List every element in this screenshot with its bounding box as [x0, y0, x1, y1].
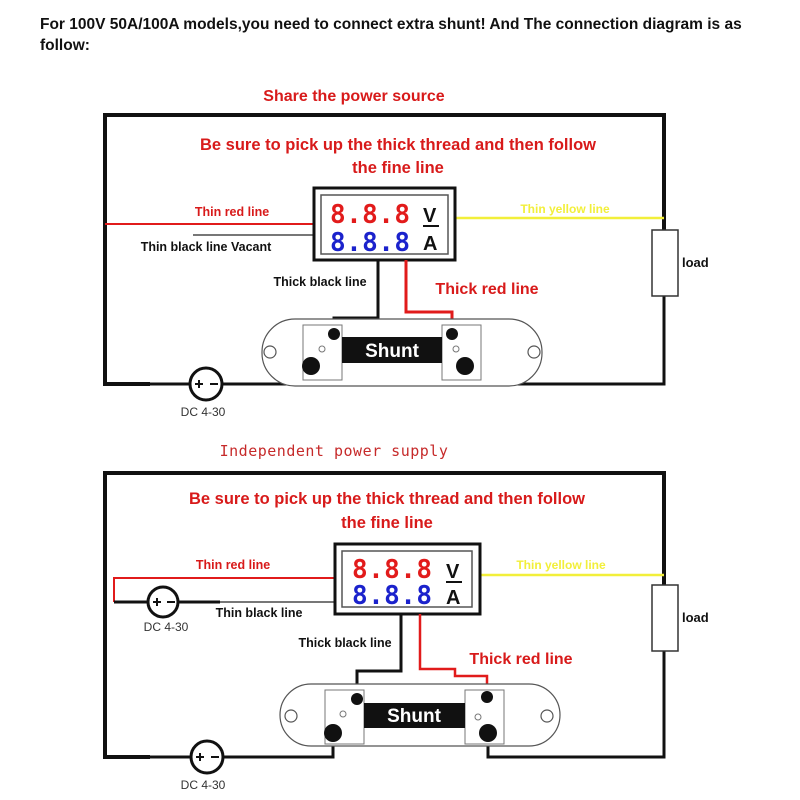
thin-yellow-label: Thin yellow line: [516, 558, 606, 572]
load-resistor: [651, 229, 679, 297]
meter-dc-source-label: DC 4-30: [144, 620, 189, 634]
dc-source-icon: [189, 739, 225, 775]
thick-black-label: Thick black line: [273, 275, 366, 289]
instruction-line-1: Be sure to pick up the thick thread and …: [189, 490, 585, 508]
shunt-label: Shunt: [387, 706, 441, 727]
thick-red-label: Thick red line: [469, 651, 572, 668]
shunt: Shunt: [261, 318, 543, 387]
current-digits: 8.8.8: [330, 228, 410, 258]
thick-red-label: Thick red line: [435, 281, 538, 298]
current-unit: A: [423, 233, 437, 255]
mount-hole-left: [263, 345, 277, 359]
current-unit: A: [446, 587, 460, 609]
sense-terminal-left: [328, 328, 340, 340]
voltage-digits: 8.8.8: [330, 200, 410, 230]
shunt-label-bar: [364, 703, 465, 728]
load-label: load: [682, 255, 709, 270]
thick-red-wire: [418, 614, 489, 695]
voltage-unit: V: [446, 561, 460, 583]
meter-display: [320, 194, 449, 255]
intro-text: For 100V 50A/100A models,you need to con…: [40, 16, 742, 54]
thick-black-wire: [355, 614, 403, 695]
power-terminal-left: [302, 357, 320, 375]
shunt: Shunt: [279, 683, 561, 747]
load-resistor: [651, 584, 679, 652]
diagram-shared-power: Share the power source Be sure to pick u…: [103, 88, 709, 419]
mount-hole-left: [284, 709, 298, 723]
meter-dc-source: DC 4-30: [144, 585, 189, 634]
dc-source: DC 4-30: [181, 739, 226, 792]
small-hole-right: [452, 345, 460, 353]
volt-amp-meter: 8.8.8 8.8.8 V A: [333, 542, 482, 616]
meter-dc-source-icon: [146, 585, 180, 619]
voltage-digits: 8.8.8: [352, 555, 432, 585]
dc-source: DC 4-30: [181, 366, 226, 419]
small-hole-left: [318, 345, 326, 353]
thick-black-label: Thick black line: [298, 636, 391, 650]
diagram-independent-power: Independent power supply Be sure to pick…: [103, 442, 709, 792]
mount-hole-right: [527, 345, 541, 359]
dc-source-label: DC 4-30: [181, 778, 226, 792]
load-label: load: [682, 610, 709, 625]
sense-terminal-right: [481, 691, 493, 703]
thin-red-wire: [113, 577, 335, 602]
voltage-unit: V: [423, 205, 437, 227]
sense-terminal-left: [351, 693, 363, 705]
small-hole-left: [339, 710, 347, 718]
small-hole-right: [474, 713, 482, 721]
thin-red-label: Thin red line: [195, 205, 269, 219]
mount-hole-right: [540, 709, 554, 723]
meter-display: [341, 550, 473, 608]
power-terminal-right: [479, 724, 497, 742]
shunt-label-bar: [342, 337, 442, 363]
diagram-title: Share the power source: [263, 88, 444, 105]
diagram-title: Independent power supply: [220, 442, 449, 460]
power-terminal-left: [324, 724, 342, 742]
shunt-label: Shunt: [365, 341, 419, 362]
thin-black-label: Thin black line Vacant: [141, 240, 272, 254]
main-loop-wire: [103, 113, 666, 386]
thin-yellow-label: Thin yellow line: [520, 202, 610, 216]
instruction-line-2: the fine line: [341, 514, 433, 532]
thin-black-label: Thin black line: [216, 606, 303, 620]
thin-red-label: Thin red line: [196, 558, 270, 572]
dc-source-icon: [188, 366, 224, 402]
main-loop-wire: [103, 471, 666, 759]
volt-amp-meter: 8.8.8 8.8.8 V A: [312, 186, 457, 262]
dc-source-label: DC 4-30: [181, 405, 226, 419]
sense-terminal-right: [446, 328, 458, 340]
instruction-line-1: Be sure to pick up the thick thread and …: [200, 136, 596, 154]
instruction-line-2: the fine line: [352, 159, 444, 177]
power-terminal-right: [456, 357, 474, 375]
current-digits: 8.8.8: [352, 581, 432, 611]
